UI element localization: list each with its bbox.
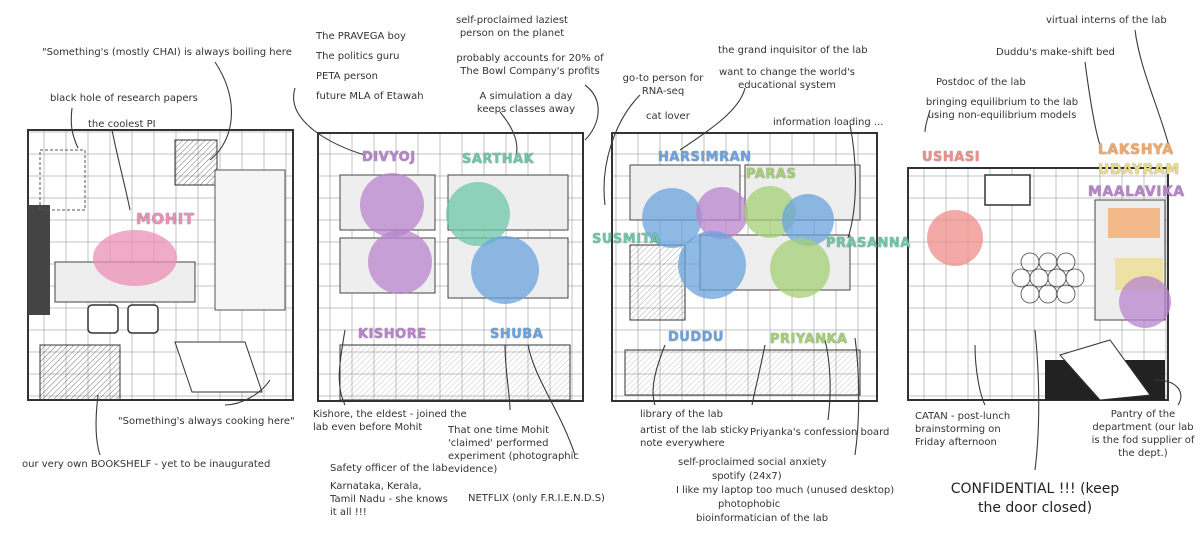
name-label-divyoj: DIVYOJ [362,150,416,165]
harsimran-seat-marker [642,188,702,248]
annotation-simulation: A simulation a day keeps classes away [476,91,576,115]
annotation-safety: Safety officer of the lab [330,463,448,474]
room-mohit [27,129,294,401]
lakshya-seat-marker [1108,208,1160,238]
annotation-cooking: "Something's always cooking here" [118,416,295,427]
sarthak-seat-marker [446,182,510,246]
annotation-pravega: The PRAVEGA boy [316,31,406,42]
annotation-chai: "Something's (mostly CHAI) is always boi… [42,47,292,58]
annotation-confession: Priyanka's confession board [750,427,890,438]
annotation-laziest: self-proclaimed laziest person on the pl… [456,15,568,39]
annotation-pantry: Pantry of the department (our lab is the… [1091,409,1195,459]
annotation-mla: future MLA of Etawah [316,91,424,102]
name-label-harsimran: HARSIMRAN [658,150,752,165]
annotation-netflix: NETFLIX (only F.R.I.E.N.D.S) [468,493,605,504]
duddu-seat-marker [696,187,748,239]
name-label-udayram: UDAYRAM [1098,162,1180,178]
divyoj-seat-marker [360,173,424,237]
annotation-coolest-pi: the coolest PI [88,119,156,130]
annotation-bioinformatician: bioinformatician of the lab [696,513,829,524]
name-label-prasanna: PRASANNA [826,236,911,251]
annotation-spotify: spotify (24x7) [712,471,782,482]
annotation-kishore-note: Kishore, the eldest - joined the lab eve… [313,409,467,433]
mohit-seat-marker [93,230,177,286]
name-label-shuba: SHUBA [490,327,544,342]
annotation-change-world: want to change the world's educational s… [718,67,856,91]
annotation-interns: virtual interns of the lab [1046,15,1167,26]
name-label-kishore: KISHORE [358,327,427,342]
name-label-priyanka: PRIYANKA [770,332,848,347]
susmita-seat-marker [678,231,746,299]
annotation-postdoc: Postdoc of the lab [936,77,1026,88]
annotation-library: library of the lab [640,409,724,420]
annotation-bowl: probably accounts for 20% of The Bowl Co… [456,53,604,77]
kishore-seat-marker [368,230,432,294]
annotation-cat-lover: cat lover [646,111,690,122]
name-label-mohit: MOHIT [136,210,195,228]
name-label-sarthak: SARTHAK [462,152,535,167]
annotation-rnaseq: go-to person for RNA-seq [622,73,704,97]
catan-board [1011,252,1085,304]
annotation-info-loading: information loading ... [773,117,884,128]
annotation-artist: artist of the lab sticky note everywhere [640,425,749,449]
annotation-karnataka: Karnataka, Kerala, Tamil Nadu - she know… [330,481,448,518]
annotation-bed: Duddu's make-shift bed [996,47,1115,58]
pointer-lines [70,29,1182,471]
annotation-anxiety: self-proclaimed social anxiety [678,457,827,468]
name-label-lakshya: LAKSHYA [1098,142,1174,158]
shuba-seat-marker [471,236,539,304]
annotation-catan: CATAN - post-lunch brainstorming on Frid… [915,411,1011,448]
annotation-inquisitor: the grand inquisitor of the lab [718,45,868,56]
name-label-maalavika: MAALAVIKA [1088,184,1185,200]
annotation-peta: PETA person [316,71,378,82]
maalavika-seat-marker [1119,276,1171,328]
annotation-mohit-claimed: That one time Mohit 'claimed' performed … [448,425,579,475]
annotation-equilibrium: bringing equilibrium to the lab using no… [925,97,1079,121]
ushasi-seat-marker [927,210,983,266]
annotation-black-hole: black hole of research papers [50,93,198,104]
name-label-susmita: SUSMITA [592,232,661,247]
name-label-ushasi: USHASI [922,150,981,165]
name-label-duddu: DUDDU [668,330,724,345]
name-label-paras: PARAS [746,167,797,182]
annotation-politics: The politics guru [316,51,400,62]
annotation-confidential: CONFIDENTIAL !!! (keep the door closed) [950,481,1120,516]
annotation-laptop: I like my laptop too much (unused deskto… [676,485,895,496]
room-harsimran [611,132,878,402]
prasanna-seat-marker [782,194,834,246]
annotation-photophobic: photophobic [718,499,781,510]
room-divyoj [317,132,584,402]
room-ushasi [907,167,1171,401]
priyanka-seat-marker [770,238,830,298]
annotation-bookshelf: our very own BOOKSHELF - yet to be inaug… [22,459,271,470]
